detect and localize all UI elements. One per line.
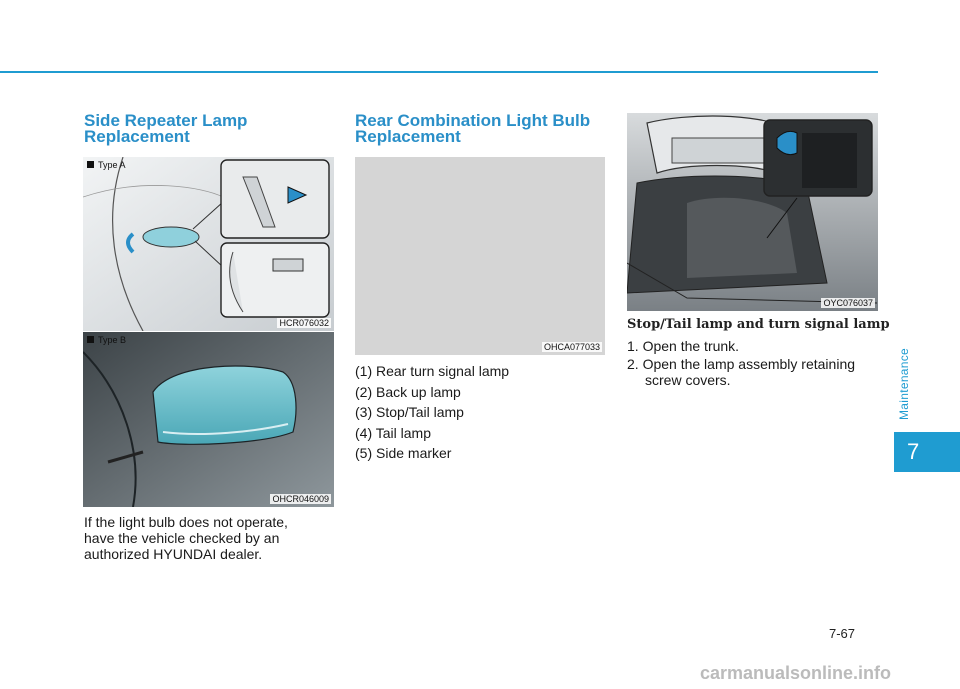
rear-combination-heading: Rear Combination Light Bulb Replacement: [355, 111, 591, 146]
figure-code: OHCR046009: [270, 494, 331, 504]
dealer-note: If the light bulb does not operate, have…: [84, 514, 288, 562]
step-list: 1. Open the trunk. 2. Open the lamp asse…: [627, 338, 879, 390]
list-item: (1) Rear turn signal lamp: [355, 363, 510, 379]
figure-code: OYC076037: [821, 298, 875, 308]
chapter-tab: 7: [894, 432, 960, 472]
list-item: (2) Back up lamp: [355, 383, 461, 400]
stop-tail-subheading: Stop/Tail lamp and turn signal lamp: [627, 317, 890, 332]
trunk-illustration: [627, 113, 878, 311]
figure-type-a: Type A HCR076032: [83, 157, 334, 331]
type-b-label: Type B: [87, 335, 126, 345]
page-number: 7-67: [829, 626, 856, 641]
figure-rear-light: OHCA077033: [355, 157, 605, 355]
figure-trunk: OYC076037: [627, 113, 878, 311]
type-b-illustration: [83, 332, 334, 507]
step-item: 2. Open the lamp assembly retaining scre…: [627, 356, 856, 388]
figure-code: HCR076032: [277, 318, 331, 328]
list-item: (5) Side marker: [355, 445, 452, 461]
watermark: carmanualsonline.info: [700, 663, 892, 683]
side-repeater-heading: Side Repeater Lamp Replacement: [84, 111, 248, 146]
figure-type-b: Type B OHCR046009: [83, 332, 334, 507]
step-item: 1. Open the trunk.: [627, 338, 740, 354]
chapter-side-label: Maintenance: [897, 348, 911, 421]
top-rule: [0, 71, 878, 73]
list-item: (4) Tail lamp: [355, 424, 431, 441]
type-a-illustration: [83, 157, 334, 331]
figure-code: OHCA077033: [541, 342, 602, 352]
type-a-label: Type A: [87, 160, 126, 170]
bulb-list: (1) Rear turn signal lamp (2) Back up la…: [355, 361, 509, 464]
list-item: (3) Stop/Tail lamp: [355, 404, 464, 420]
